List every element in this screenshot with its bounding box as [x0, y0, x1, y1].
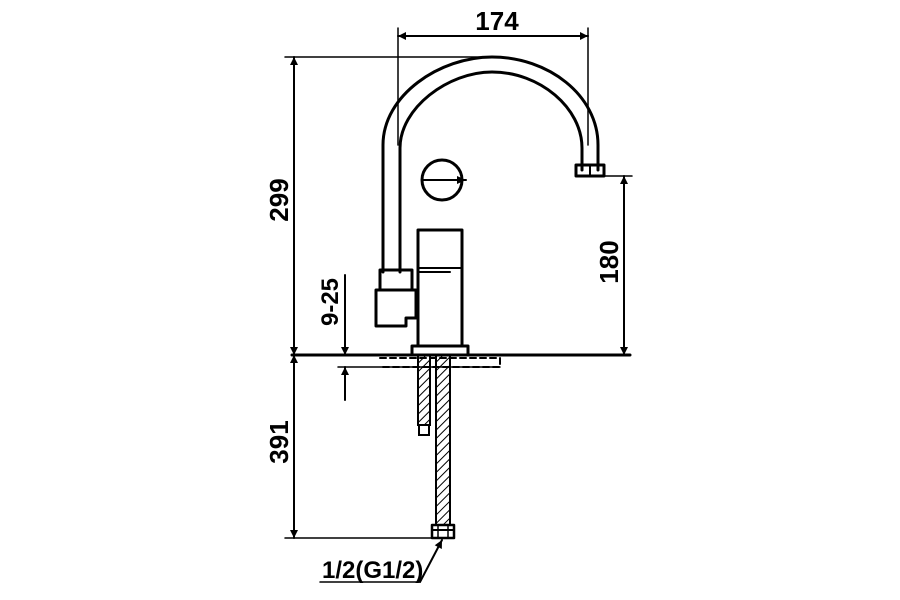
main-body — [416, 228, 464, 348]
total-height-label: 299 — [264, 178, 294, 221]
countertop — [290, 353, 632, 368]
spout-connector — [374, 288, 418, 328]
thread-spec: (G1/2) — [355, 557, 423, 584]
dimension-hose-length: 391 — [264, 354, 441, 539]
supply-hoses — [417, 354, 456, 540]
thread-prefix: 1/2 — [322, 557, 355, 584]
spout-outer-outline — [381, 55, 600, 274]
spout-collar — [378, 268, 414, 292]
faucet-body — [374, 55, 606, 357]
countertop-thickness-label: 9-25 — [317, 278, 344, 326]
spout-reach-label: 174 — [475, 6, 519, 36]
dimension-spout-reach: 174 — [397, 6, 589, 146]
thread-size-label: 1/2(G1/2) — [322, 557, 423, 584]
spout-height-label: 180 — [594, 240, 624, 283]
short-hose — [417, 354, 431, 426]
braided-hose — [435, 354, 451, 526]
dimension-countertop-thickness: 9-25 — [317, 274, 349, 401]
dimension-spout-height: 180 — [594, 175, 633, 356]
dimension-total-height: 299 — [264, 56, 493, 356]
spout-inner-outline — [398, 70, 584, 274]
handle-knob — [420, 158, 467, 202]
hose-fitting — [430, 523, 456, 540]
thread-callout: 1/2(G1/2) — [319, 539, 443, 584]
hose-length-label: 391 — [264, 420, 294, 463]
